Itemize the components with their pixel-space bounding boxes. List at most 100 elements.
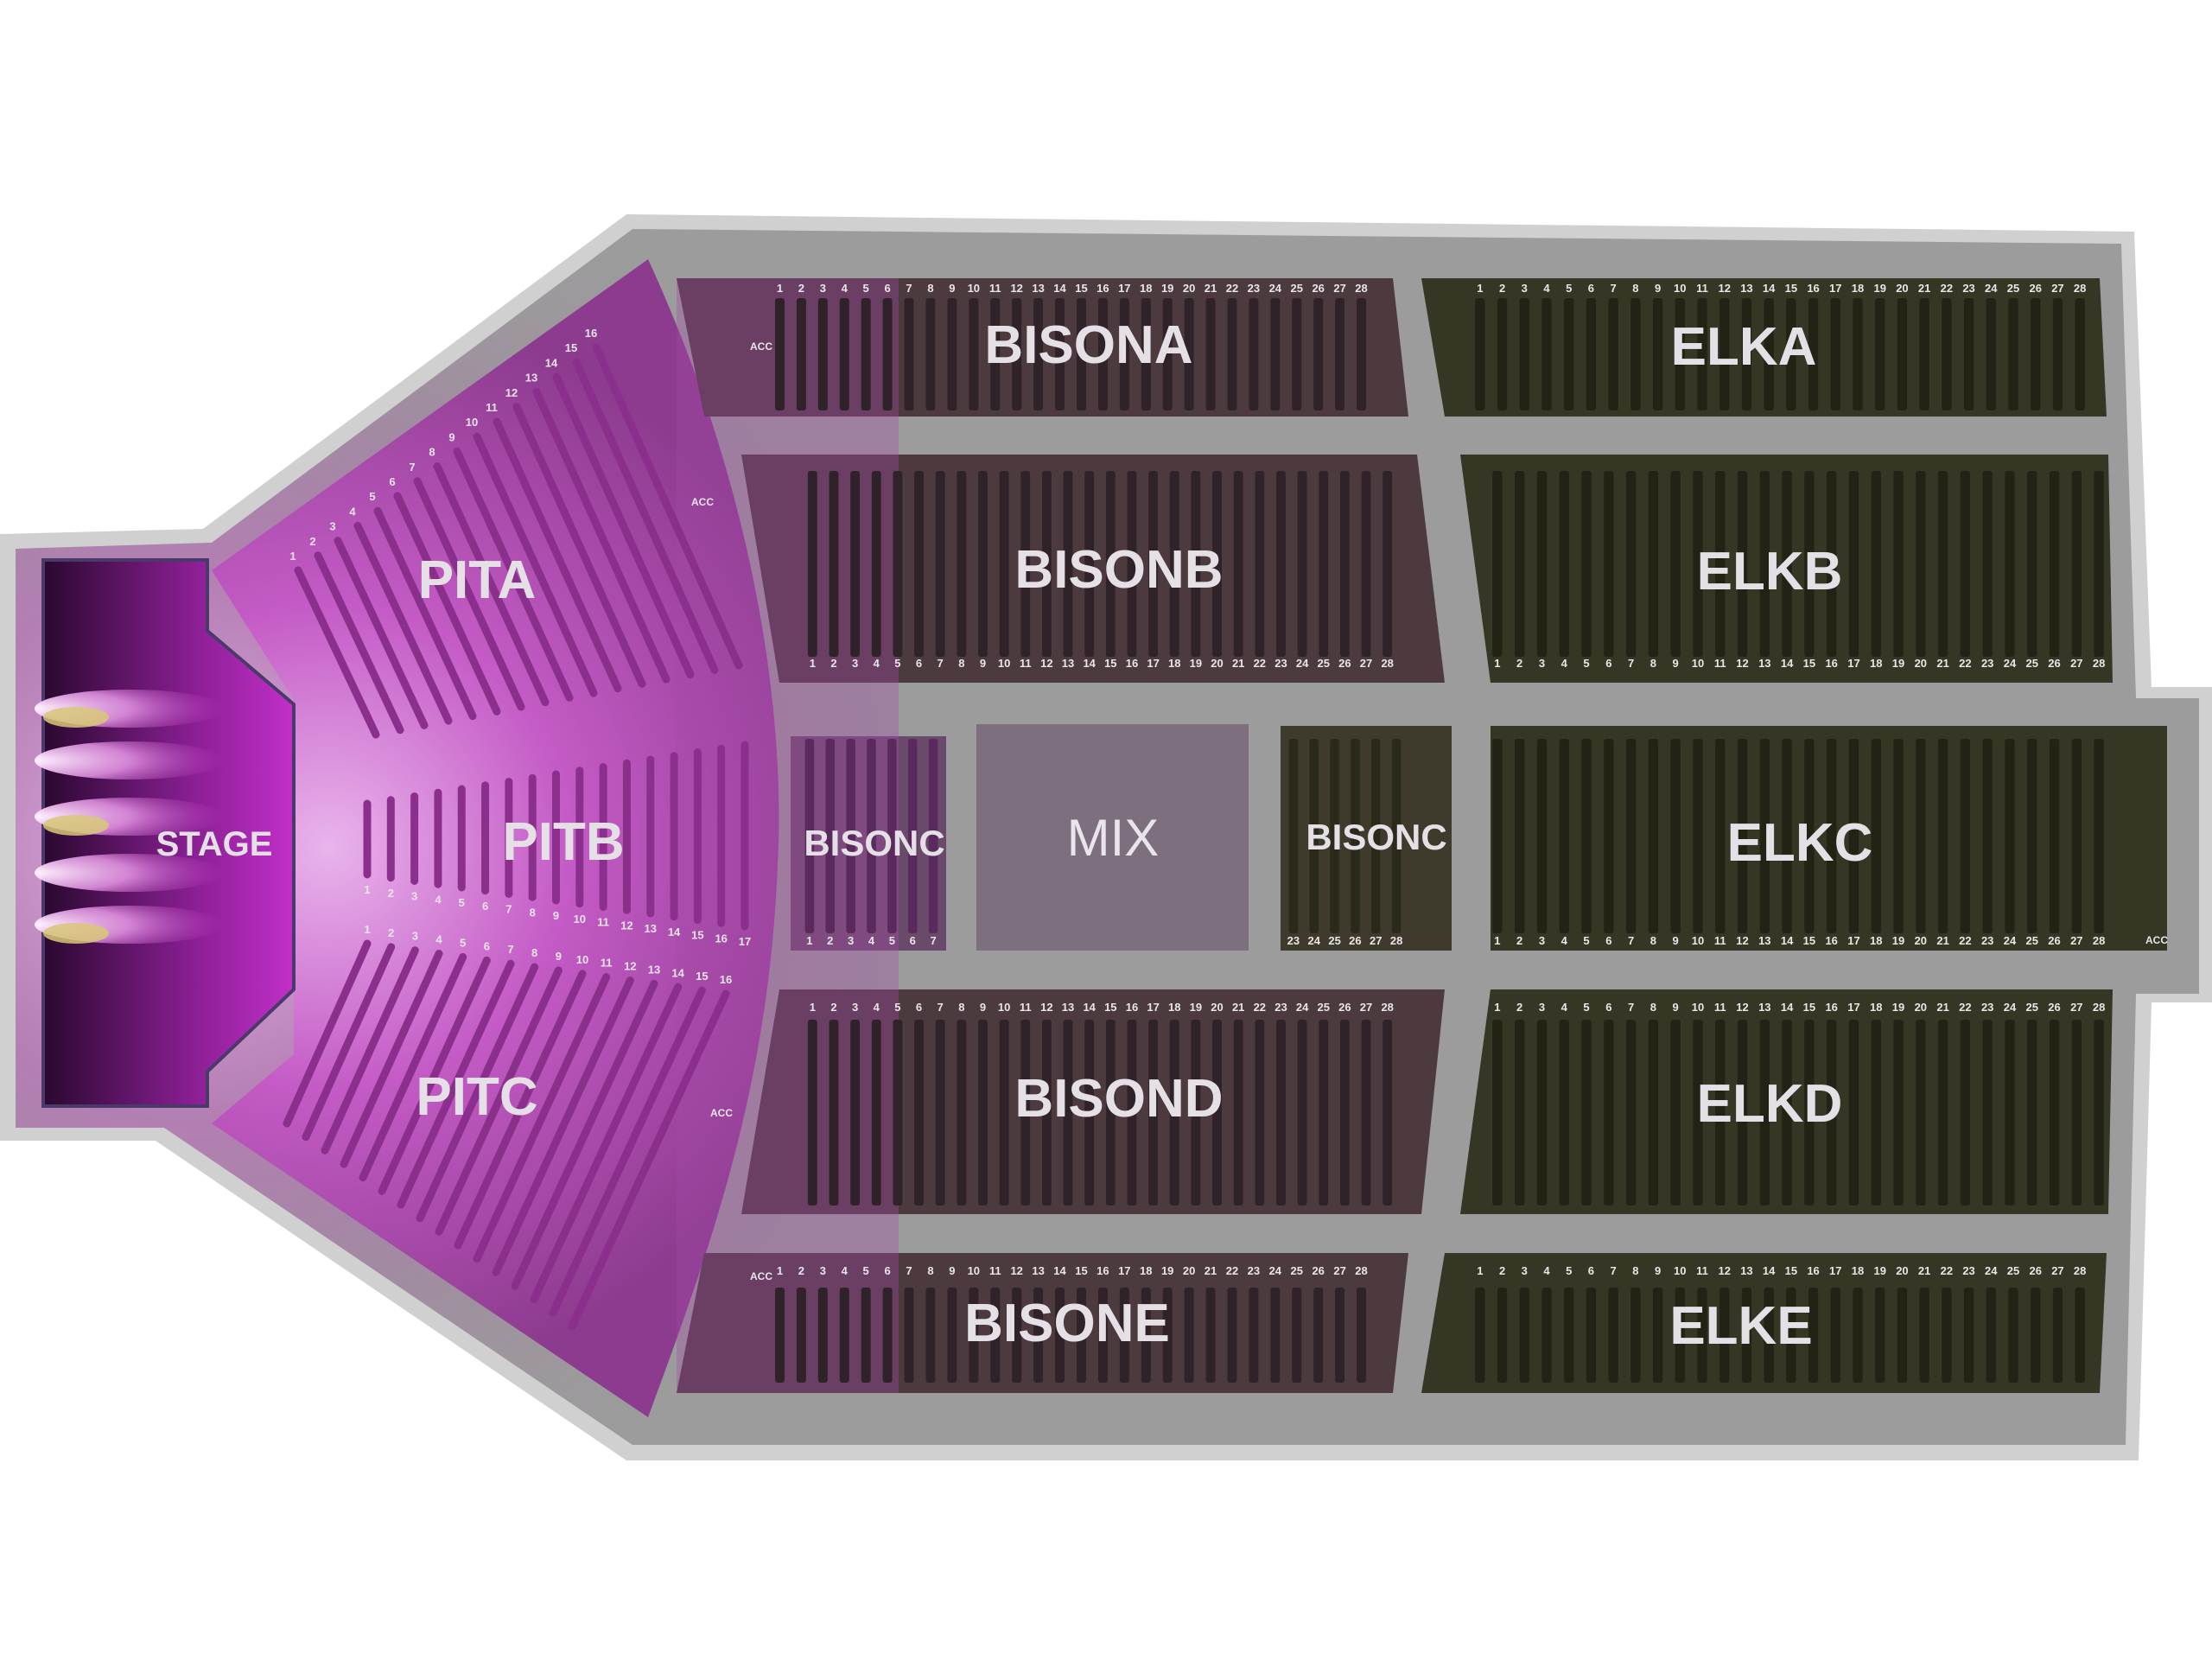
seat-row[interactable] xyxy=(1559,471,1569,657)
seat-row[interactable] xyxy=(1853,1288,1863,1383)
seat-row[interactable] xyxy=(846,739,855,933)
seat-row[interactable] xyxy=(1608,298,1618,410)
seat-row[interactable] xyxy=(1737,1020,1748,1205)
seat-row[interactable] xyxy=(1827,739,1837,933)
seat-row[interactable] xyxy=(353,521,453,725)
seat-row[interactable] xyxy=(1715,1020,1726,1205)
seat-row[interactable] xyxy=(1357,298,1367,410)
seat-row[interactable] xyxy=(492,976,634,1276)
seat-row[interactable] xyxy=(1191,1020,1201,1205)
seat-row[interactable] xyxy=(1897,1288,1908,1383)
seat-row[interactable] xyxy=(1559,1020,1569,1205)
seat-row[interactable] xyxy=(1497,298,1508,410)
seat-row[interactable] xyxy=(1127,1020,1137,1205)
seat-row[interactable] xyxy=(334,537,429,729)
seat-row[interactable] xyxy=(2049,471,2060,657)
seat-row[interactable] xyxy=(807,1020,817,1205)
seat-row[interactable] xyxy=(1893,471,1904,657)
seat-row[interactable] xyxy=(1675,1288,1685,1383)
seat-row[interactable] xyxy=(1297,1020,1307,1205)
seat-row[interactable] xyxy=(1808,1288,1819,1383)
seat-row[interactable] xyxy=(861,298,871,410)
seat-row[interactable] xyxy=(999,1020,1009,1205)
seat-row[interactable] xyxy=(1670,471,1681,657)
seat-row[interactable] xyxy=(1581,1020,1592,1205)
seat-row[interactable] xyxy=(1169,471,1179,657)
seat-row[interactable] xyxy=(1786,298,1796,410)
seat-row[interactable] xyxy=(1808,298,1819,410)
seat-row[interactable] xyxy=(552,372,695,679)
seat-row[interactable] xyxy=(1020,471,1031,657)
seat-row[interactable] xyxy=(1492,471,1503,657)
seat-row[interactable] xyxy=(1608,1288,1618,1383)
seat-row[interactable] xyxy=(1184,298,1194,410)
seat-row[interactable] xyxy=(321,946,419,1155)
seat-row[interactable] xyxy=(1719,298,1730,410)
seat-row[interactable] xyxy=(1625,739,1637,933)
seat-row[interactable] xyxy=(1148,471,1159,657)
seat-row[interactable] xyxy=(592,343,743,670)
seat-row[interactable] xyxy=(1184,1288,1194,1383)
seat-row[interactable] xyxy=(1942,298,1952,410)
seat-row[interactable] xyxy=(2027,739,2037,933)
seat-row[interactable] xyxy=(1652,1288,1663,1383)
seat-row[interactable] xyxy=(1141,1288,1151,1383)
seat-row[interactable] xyxy=(825,739,836,933)
seat-row[interactable] xyxy=(2071,1020,2082,1205)
seat-row[interactable] xyxy=(1357,1288,1367,1383)
seat-row[interactable] xyxy=(1715,471,1726,657)
seat-row[interactable] xyxy=(947,1288,957,1383)
seat-row[interactable] xyxy=(1960,1020,1971,1205)
seat-row[interactable] xyxy=(1012,1288,1022,1383)
seat-row[interactable] xyxy=(473,973,611,1263)
seat-row[interactable] xyxy=(1148,1020,1159,1205)
seat-row[interactable] xyxy=(1076,298,1086,410)
seat-row[interactable] xyxy=(530,983,683,1304)
seat-row[interactable] xyxy=(1782,739,1792,933)
seat-row[interactable] xyxy=(283,939,372,1128)
seat-row[interactable] xyxy=(1255,1020,1265,1205)
seat-row[interactable] xyxy=(957,1020,967,1205)
seat-row[interactable] xyxy=(1097,298,1108,410)
seat-row[interactable] xyxy=(1963,298,1974,410)
seat-row[interactable] xyxy=(1625,471,1637,657)
seat-row[interactable] xyxy=(1804,1020,1815,1205)
seat-row[interactable] xyxy=(373,506,477,721)
seat-row[interactable] xyxy=(397,959,515,1209)
seat-row[interactable] xyxy=(829,1020,839,1205)
seat-row[interactable] xyxy=(2031,298,2041,410)
seat-row[interactable] xyxy=(511,979,658,1290)
seat-row[interactable] xyxy=(1986,298,1996,410)
seat-row[interactable] xyxy=(572,358,719,674)
seat-row[interactable] xyxy=(1319,471,1329,657)
seat-row[interactable] xyxy=(454,970,587,1250)
seat-row[interactable] xyxy=(2027,471,2037,657)
seat-row[interactable] xyxy=(1169,1020,1179,1205)
seat-row[interactable] xyxy=(1084,1020,1095,1205)
seat-row[interactable] xyxy=(796,1288,806,1383)
seat-row[interactable] xyxy=(2052,298,2063,410)
seat-row[interactable] xyxy=(2071,471,2082,657)
seat-row[interactable] xyxy=(549,986,706,1317)
seat-row[interactable] xyxy=(1249,1288,1259,1383)
section-bisonc-right[interactable] xyxy=(1281,726,1452,951)
seat-row[interactable] xyxy=(1648,739,1659,933)
seat-row[interactable] xyxy=(1581,739,1592,933)
seat-row[interactable] xyxy=(1737,739,1748,933)
seat-row[interactable] xyxy=(493,417,622,693)
seat-row[interactable] xyxy=(1782,471,1792,657)
seat-row[interactable] xyxy=(925,298,936,410)
seat-row[interactable] xyxy=(1288,739,1299,933)
seat-row[interactable] xyxy=(1536,1020,1548,1205)
seat-row[interactable] xyxy=(1339,471,1350,657)
seat-row[interactable] xyxy=(1719,1288,1730,1383)
seat-row[interactable] xyxy=(839,1288,849,1383)
seat-row[interactable] xyxy=(2008,1288,2018,1383)
seat-row[interactable] xyxy=(1084,471,1095,657)
seat-row[interactable] xyxy=(1292,298,1302,410)
seat-row[interactable] xyxy=(1313,298,1324,410)
seat-row[interactable] xyxy=(990,298,1001,410)
seat-row[interactable] xyxy=(1270,298,1281,410)
seat-row[interactable] xyxy=(1804,739,1815,933)
seat-row[interactable] xyxy=(1012,298,1022,410)
